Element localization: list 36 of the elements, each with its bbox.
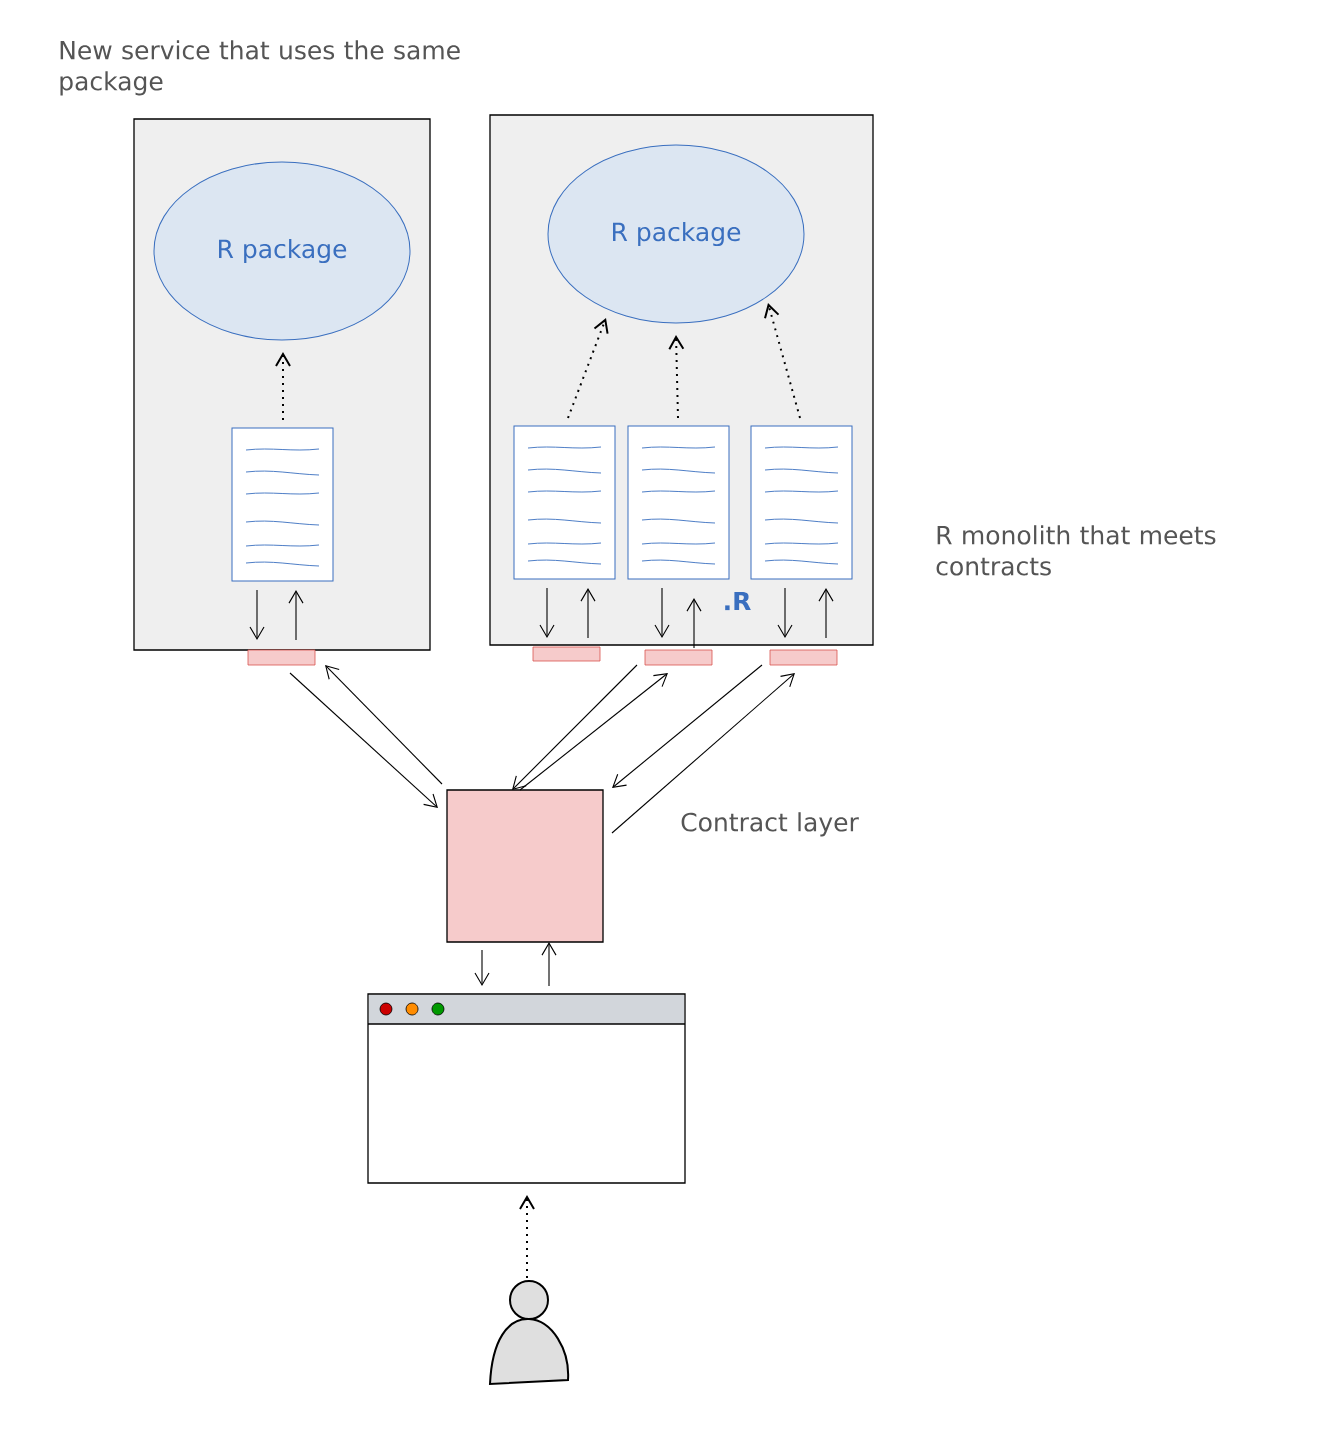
caption-text: R monolith that meets contracts bbox=[936, 525, 1216, 576]
browser-window bbox=[367, 993, 686, 1184]
document-icon bbox=[231, 427, 334, 582]
arrow bbox=[289, 672, 438, 808]
arrow bbox=[474, 949, 490, 986]
arrow bbox=[818, 588, 834, 639]
arrow bbox=[567, 318, 609, 419]
port-box bbox=[532, 646, 601, 662]
arrow bbox=[249, 589, 265, 640]
document-icon bbox=[627, 425, 730, 580]
arrow bbox=[519, 673, 668, 791]
document-icon bbox=[750, 425, 853, 580]
arrow bbox=[512, 664, 638, 790]
arrow bbox=[519, 1195, 535, 1279]
caption-text: New service that uses the same package bbox=[60, 40, 460, 96]
caption-text: Contract layer bbox=[681, 812, 859, 837]
person-figure bbox=[489, 1280, 570, 1385]
arrow bbox=[764, 303, 801, 419]
arrow bbox=[777, 587, 793, 638]
arrow bbox=[541, 942, 557, 987]
document-icon bbox=[513, 425, 616, 580]
contract-box bbox=[446, 789, 604, 943]
arrow bbox=[612, 664, 763, 788]
port-box bbox=[247, 649, 316, 666]
file-label: .R bbox=[725, 591, 751, 611]
arrow bbox=[325, 665, 443, 785]
arrow bbox=[580, 588, 596, 639]
arrow bbox=[668, 335, 685, 419]
port-box bbox=[644, 649, 713, 666]
port-box bbox=[769, 649, 838, 666]
arrow bbox=[611, 673, 795, 834]
arrow bbox=[539, 587, 555, 638]
arrow bbox=[654, 587, 670, 638]
arrow bbox=[275, 352, 291, 421]
arrow bbox=[686, 598, 702, 649]
arrow bbox=[288, 590, 304, 641]
